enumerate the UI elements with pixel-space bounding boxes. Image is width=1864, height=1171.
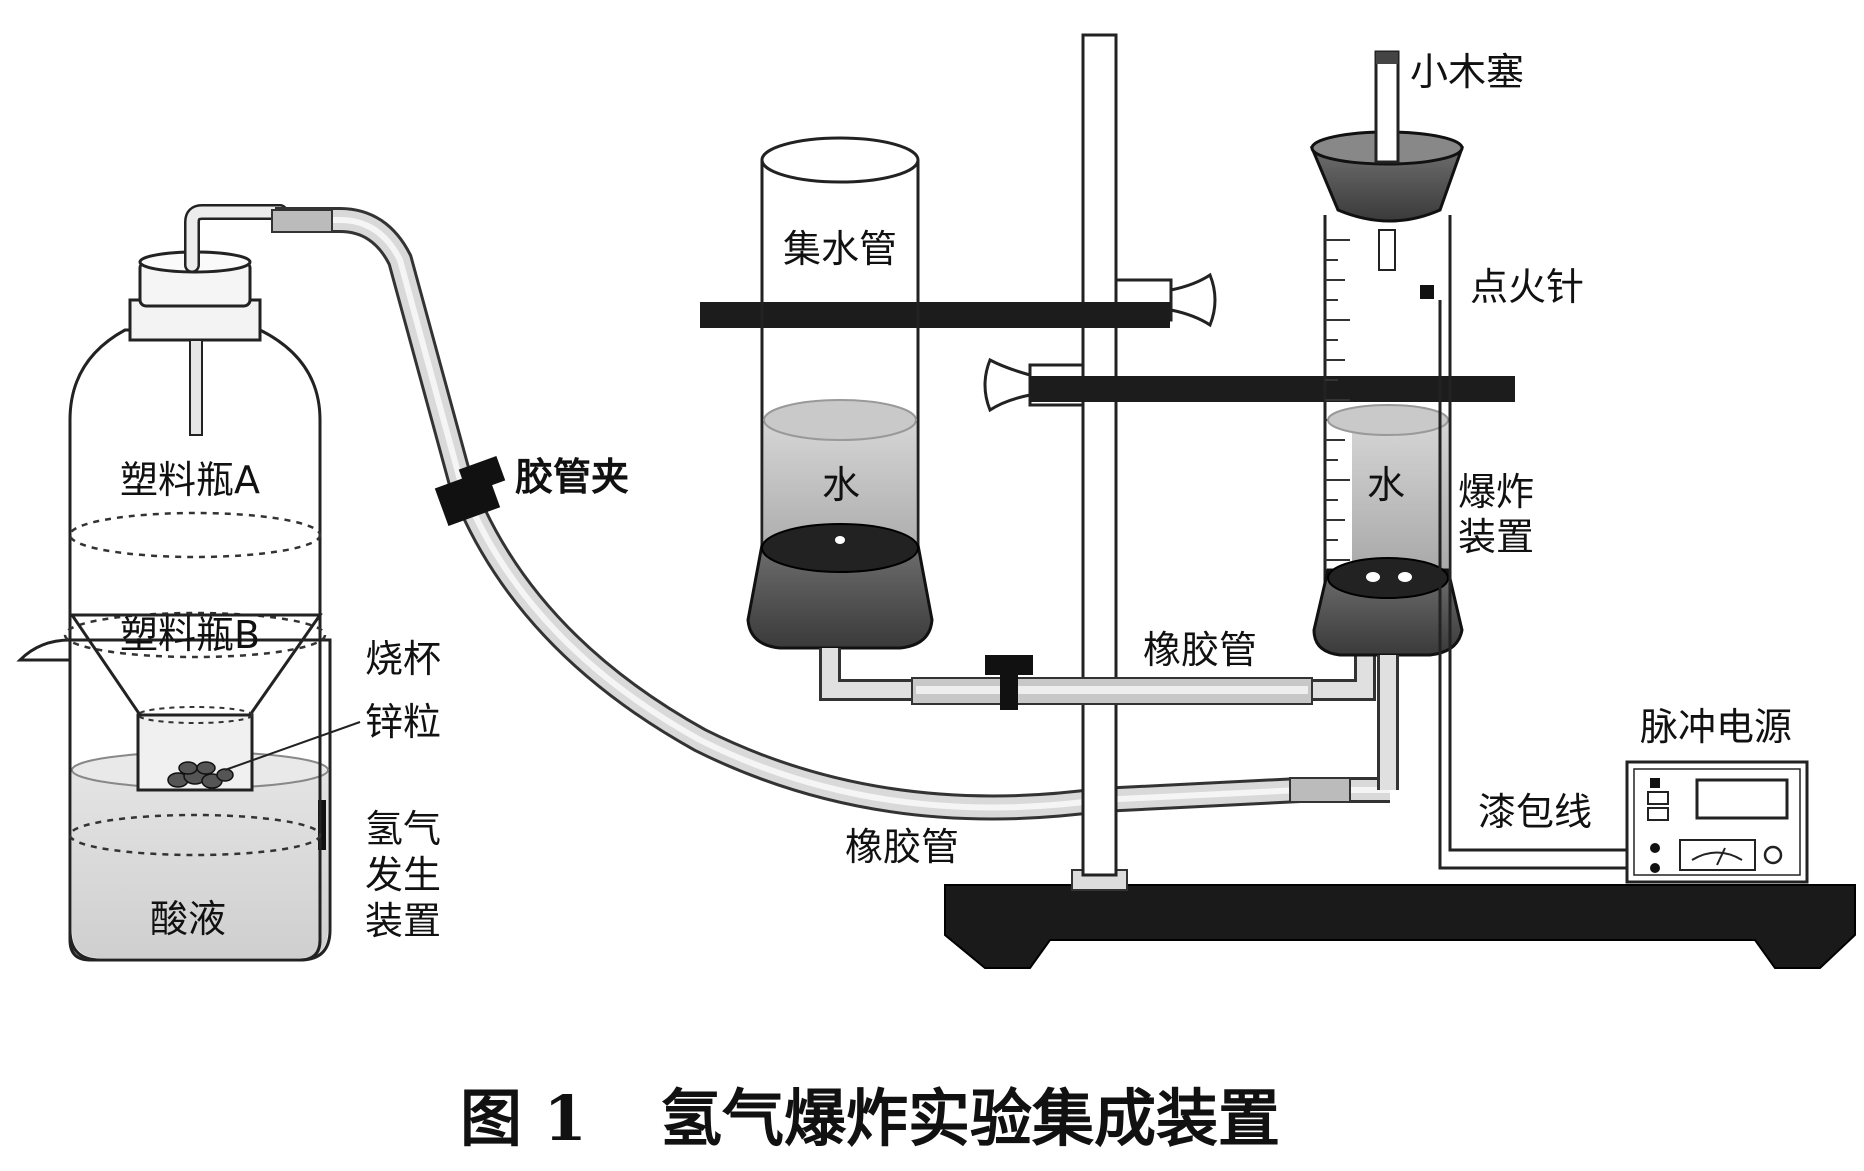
enamel-wire (1438, 290, 1650, 870)
beaker-mark (318, 800, 326, 850)
label-water-left: 水 (822, 463, 860, 507)
explosion-device (1309, 50, 1465, 790)
label-zinc: 锌粒 (365, 700, 441, 744)
power-meter (1679, 839, 1756, 871)
label-generator-3: 装置 (365, 899, 441, 943)
bottle-a-body (68, 328, 322, 962)
label-wooden-plug: 小木塞 (1410, 50, 1524, 94)
label-water-right: 水 (1367, 463, 1405, 507)
rubber-tube-middle (819, 648, 1376, 705)
bottle-a-inner-tube (189, 339, 203, 436)
caption-figure-no: 图 1 (460, 1082, 587, 1155)
terminal-2[interactable] (1650, 863, 1660, 873)
power-display (1695, 778, 1789, 820)
zinc-pellets (167, 761, 234, 789)
top-stopper (1309, 146, 1465, 223)
tube-clamp[interactable] (434, 455, 506, 527)
label-beaker: 烧杯 (365, 637, 441, 681)
stand-rod (1081, 33, 1118, 877)
label-generator-1: 氢气 (365, 807, 441, 851)
label-generator-2: 发生 (365, 853, 441, 897)
collector-tube (746, 136, 934, 650)
label-collector-tube: 集水管 (783, 227, 897, 271)
collector-stopper (746, 543, 934, 650)
graduations (1325, 239, 1350, 561)
ignition-needle[interactable] (1420, 285, 1434, 299)
lower-clamp-bar (1030, 376, 1515, 402)
acid-dashed (68, 813, 322, 857)
wooden-plug[interactable] (1374, 50, 1400, 164)
pulse-power-supply[interactable] (1625, 760, 1809, 884)
label-explosion-1: 爆炸 (1458, 470, 1534, 514)
label-bottle-b: 塑料瓶B (120, 613, 260, 657)
label-rubber-tube-bottom: 橡胶管 (845, 825, 959, 869)
label-explosion-2: 装置 (1458, 515, 1534, 559)
beaker-body (16, 638, 332, 962)
upper-clamp-bar (700, 302, 1170, 328)
iron-stand (700, 33, 1856, 969)
label-rubber-tube-top: 橡胶管 (1143, 628, 1257, 672)
bottle-a-dashed-top (68, 511, 322, 559)
label-ignition-needle: 点火针 (1470, 265, 1584, 309)
label-enamel-wire: 漆包线 (1478, 790, 1592, 834)
beaker-dashed-rim (63, 611, 327, 659)
pinch-clamp[interactable] (985, 655, 1033, 710)
rubber-tube-long (271, 207, 1390, 821)
stand-base (944, 884, 1856, 969)
terminal-1[interactable] (1650, 843, 1660, 853)
power-knob[interactable] (1763, 845, 1783, 865)
label-pulse-power: 脉冲电源 (1640, 705, 1792, 749)
label-bottle-a: 塑料瓶A (120, 458, 260, 502)
label-tube-clamp: 胶管夹 (515, 455, 629, 499)
label-acid: 酸液 (150, 897, 226, 941)
caption-title: 氢气爆炸实验集成装置 (660, 1082, 1280, 1155)
hydrogen-generator (16, 204, 361, 962)
